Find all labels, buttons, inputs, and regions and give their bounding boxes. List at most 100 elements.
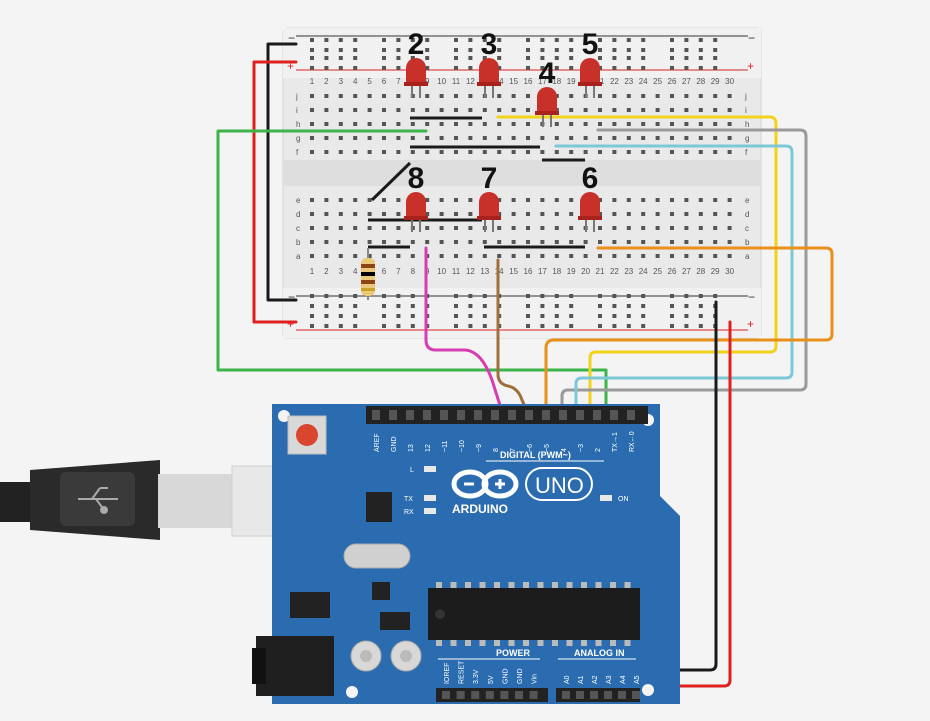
terminal-hole[interactable] [684,108,689,112]
rail-hole[interactable] [468,304,473,308]
terminal-hole[interactable] [655,212,660,216]
terminal-hole[interactable] [468,212,473,216]
terminal-hole[interactable] [482,254,487,258]
rail-hole[interactable] [425,38,430,42]
rail-hole[interactable] [670,56,674,60]
terminal-hole[interactable] [626,240,631,244]
terminal-hole[interactable] [727,198,732,202]
rail-hole[interactable] [598,314,602,318]
rail-hole[interactable] [526,56,530,60]
terminal-hole[interactable] [713,254,718,258]
terminal-hole[interactable] [367,226,372,230]
rail-hole[interactable] [612,314,617,318]
rail-hole[interactable] [353,38,358,42]
rail-hole[interactable] [684,294,689,298]
terminal-hole[interactable] [353,226,358,230]
terminal-hole[interactable] [670,212,674,216]
rail-hole[interactable] [612,66,617,70]
terminal-hole[interactable] [497,254,502,258]
rail-hole[interactable] [468,66,473,70]
rail-hole[interactable] [698,314,703,318]
terminal-hole[interactable] [598,240,602,244]
terminal-hole[interactable] [540,212,545,216]
terminal-hole[interactable] [540,136,545,140]
terminal-hole[interactable] [367,108,372,112]
rail-hole[interactable] [713,56,718,60]
terminal-hole[interactable] [670,108,674,112]
power-pin-hole[interactable] [529,691,538,699]
rail-hole[interactable] [324,56,329,60]
rail-hole[interactable] [338,294,343,298]
terminal-hole[interactable] [641,94,646,98]
rail-hole[interactable] [454,38,458,42]
terminal-hole[interactable] [338,240,343,244]
rail-hole[interactable] [396,304,401,308]
terminal-hole[interactable] [540,150,545,154]
terminal-hole[interactable] [727,108,732,112]
terminal-hole[interactable] [698,94,703,98]
rail-hole[interactable] [626,38,631,42]
power-pin-hole[interactable] [471,691,480,699]
terminal-hole[interactable] [425,198,430,202]
rail-hole[interactable] [353,56,358,60]
terminal-hole[interactable] [396,150,401,154]
power-pin-hole[interactable] [456,691,465,699]
terminal-hole[interactable] [727,150,732,154]
terminal-hole[interactable] [410,150,415,154]
terminal-hole[interactable] [655,122,660,126]
terminal-hole[interactable] [324,136,329,140]
terminal-hole[interactable] [310,212,314,216]
terminal-hole[interactable] [583,108,588,112]
terminal-hole[interactable] [310,240,314,244]
digital-pin-hole[interactable] [508,410,516,420]
terminal-hole[interactable] [626,150,631,154]
terminal-hole[interactable] [526,254,530,258]
terminal-hole[interactable] [526,198,530,202]
terminal-hole[interactable] [583,240,588,244]
rail-hole[interactable] [338,314,343,318]
terminal-hole[interactable] [482,240,487,244]
rail-hole[interactable] [454,294,458,298]
rail-hole[interactable] [569,294,574,298]
terminal-hole[interactable] [353,150,358,154]
rail-hole[interactable] [382,294,386,298]
terminal-hole[interactable] [497,122,502,126]
terminal-hole[interactable] [612,108,617,112]
digital-pin-hole[interactable] [491,410,499,420]
terminal-hole[interactable] [727,240,732,244]
terminal-hole[interactable] [713,226,718,230]
terminal-hole[interactable] [410,240,415,244]
rail-hole[interactable] [684,66,689,70]
rail-hole[interactable] [338,38,343,42]
terminal-hole[interactable] [425,94,430,98]
terminal-hole[interactable] [713,94,718,98]
terminal-hole[interactable] [382,94,386,98]
terminal-hole[interactable] [727,254,732,258]
rail-hole[interactable] [468,48,473,52]
rail-hole[interactable] [468,324,473,328]
terminal-hole[interactable] [511,198,516,202]
rail-hole[interactable] [526,304,530,308]
rail-hole[interactable] [698,38,703,42]
rail-hole[interactable] [526,38,530,42]
terminal-hole[interactable] [626,226,631,230]
rail-hole[interactable] [713,38,718,42]
rail-hole[interactable] [612,56,617,60]
rail-hole[interactable] [382,38,386,42]
terminal-hole[interactable] [310,122,314,126]
terminal-hole[interactable] [396,136,401,140]
rail-hole[interactable] [410,38,415,42]
rail-hole[interactable] [324,324,329,328]
rail-hole[interactable] [698,56,703,60]
rail-hole[interactable] [569,48,574,52]
rail-hole[interactable] [598,304,602,308]
rail-hole[interactable] [310,56,314,60]
rail-hole[interactable] [396,294,401,298]
digital-pin-hole[interactable] [576,410,584,420]
terminal-hole[interactable] [482,150,487,154]
terminal-hole[interactable] [511,136,516,140]
rail-hole[interactable] [670,324,674,328]
digital-pin-hole[interactable] [389,410,397,420]
rail-hole[interactable] [454,304,458,308]
terminal-hole[interactable] [353,94,358,98]
